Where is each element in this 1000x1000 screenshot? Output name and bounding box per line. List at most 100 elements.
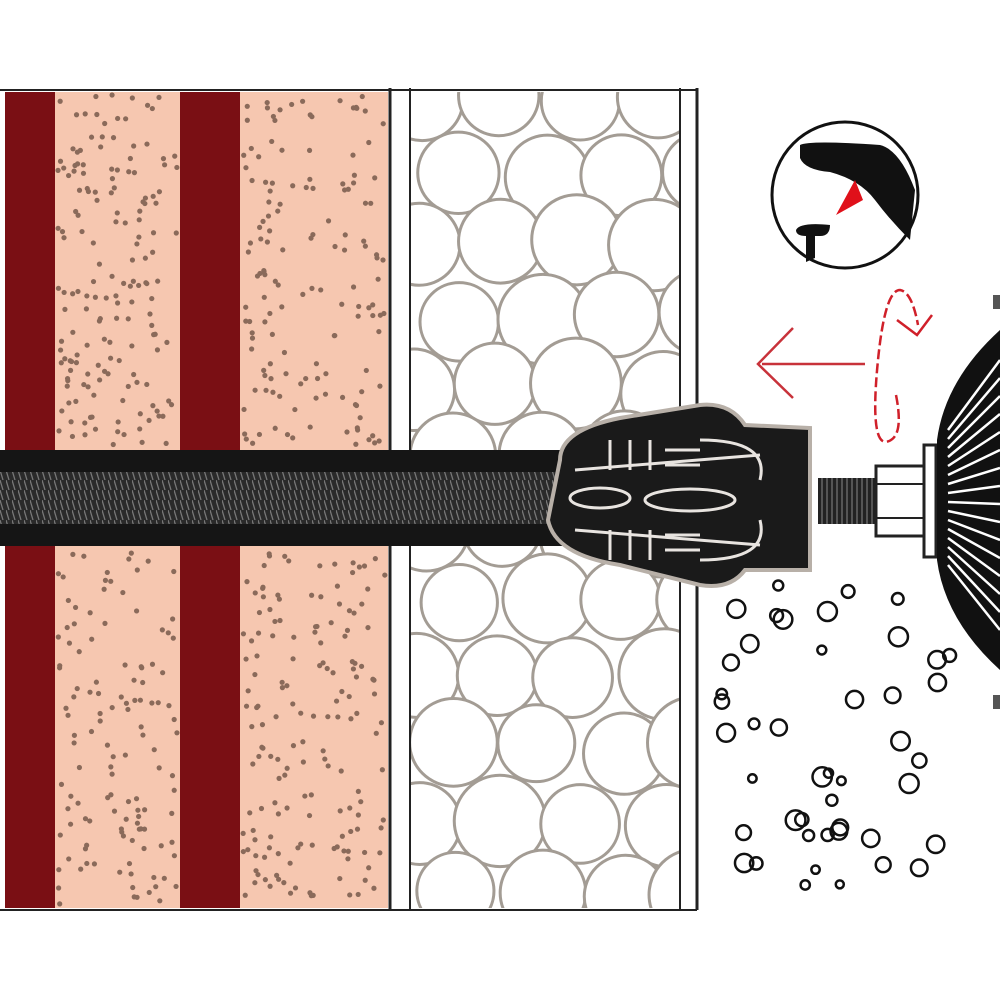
- chuck-groove: [947, 448, 1000, 477]
- plaster-dot: [292, 406, 298, 413]
- plaster-dot: [102, 620, 108, 626]
- plaster-dot: [136, 217, 142, 223]
- plaster-dot: [243, 656, 249, 662]
- plaster-dot: [114, 315, 120, 321]
- plaster-dot: [141, 826, 148, 832]
- plaster-dot: [125, 706, 131, 713]
- plaster-dot: [313, 395, 319, 401]
- plaster-dot: [255, 703, 261, 709]
- plaster-dot: [358, 663, 365, 669]
- insulation-cell: [661, 138, 679, 206]
- plaster-dot: [263, 387, 269, 393]
- plaster-dot: [104, 569, 110, 576]
- plaster-dot: [252, 880, 258, 886]
- plaster-dot: [365, 586, 371, 592]
- plaster-dot: [113, 219, 119, 225]
- plaster-dot: [376, 328, 382, 335]
- plaster-dot: [146, 889, 152, 896]
- chuck-groove: [947, 555, 1000, 613]
- plaster-dot: [272, 117, 278, 124]
- plaster-dot: [332, 561, 338, 567]
- debris-particle: [874, 856, 892, 874]
- plaster-dot: [378, 720, 385, 726]
- plaster-dot: [57, 158, 64, 164]
- plaster-dot: [109, 704, 115, 711]
- plaster-dot: [153, 884, 159, 890]
- plaster-dot: [85, 384, 91, 390]
- plaster-dot: [62, 306, 68, 312]
- plaster-dot: [133, 608, 140, 614]
- plaster-dot: [336, 601, 343, 607]
- plaster-dot: [78, 866, 84, 872]
- plaster-dot: [70, 329, 76, 335]
- plaster-dot: [261, 562, 267, 569]
- plaster-dot: [267, 310, 273, 317]
- plaster-dot: [355, 313, 361, 319]
- plaster-dot: [84, 342, 90, 348]
- plaster-dot: [282, 553, 288, 559]
- plaster-dot: [359, 389, 365, 395]
- plaster-dot: [268, 753, 274, 759]
- plaster-dot: [264, 99, 270, 106]
- plaster-dot: [267, 606, 273, 613]
- insulation-cell: [411, 697, 499, 788]
- plaster-dot: [85, 188, 92, 195]
- debris-particle: [801, 828, 816, 843]
- plaster-dot: [281, 349, 288, 356]
- plaster-dot: [310, 713, 317, 719]
- plaster-dot: [275, 282, 281, 288]
- plaster-dot: [171, 787, 177, 793]
- plaster-dot: [115, 429, 121, 435]
- plaster-dot: [118, 694, 124, 700]
- plaster-dot: [268, 376, 274, 382]
- plaster-dot: [94, 111, 100, 118]
- plaster-dot: [282, 772, 288, 778]
- chuck-groove: [947, 564, 1000, 631]
- plaster-dot: [111, 808, 118, 814]
- plaster-dot: [244, 103, 250, 109]
- plaster-dot: [61, 165, 67, 171]
- plaster-dot: [351, 172, 358, 178]
- plaster-dot: [318, 594, 324, 600]
- plaster-dot: [359, 601, 365, 607]
- plaster-dot: [171, 568, 177, 575]
- plaster-dot: [65, 712, 71, 718]
- plaster-dot: [306, 147, 313, 154]
- plaster-dot: [97, 316, 103, 322]
- plaster-dot: [267, 883, 273, 889]
- insulation-cell: [646, 697, 679, 788]
- plaster-dot: [292, 885, 299, 891]
- debris-particle: [739, 633, 760, 654]
- plaster-dot: [74, 352, 80, 358]
- threaded-rod: [0, 450, 570, 546]
- plaster-dot: [269, 138, 275, 145]
- plaster-dot: [113, 293, 119, 299]
- plaster-dot: [377, 850, 383, 856]
- plaster-dot: [322, 391, 329, 397]
- plaster-dot: [363, 367, 369, 374]
- plaster-dot: [95, 690, 102, 697]
- plaster-dot: [120, 397, 126, 404]
- plaster-dot: [160, 670, 166, 676]
- plaster-dot: [150, 193, 156, 199]
- plaster-dot: [334, 583, 341, 589]
- debris-particle: [887, 625, 910, 648]
- plaster-dot: [370, 433, 376, 439]
- plaster-dot: [146, 417, 152, 424]
- plaster-dot: [122, 220, 128, 226]
- plaster-dot: [339, 301, 345, 307]
- plaster-dot: [120, 833, 127, 839]
- plaster-dot: [249, 724, 255, 730]
- chuck-groove: [947, 430, 1000, 468]
- plaster-dot: [290, 656, 296, 662]
- plaster-dot: [81, 553, 87, 559]
- plaster-dot: [269, 331, 275, 338]
- plaster-dot: [136, 813, 142, 820]
- chuck-groove: [947, 500, 1000, 506]
- insulation-cell: [501, 552, 594, 645]
- plaster-dot: [174, 730, 180, 736]
- plaster-dot: [252, 837, 258, 843]
- plaster-dot: [161, 162, 168, 168]
- plaster-dot: [64, 383, 70, 389]
